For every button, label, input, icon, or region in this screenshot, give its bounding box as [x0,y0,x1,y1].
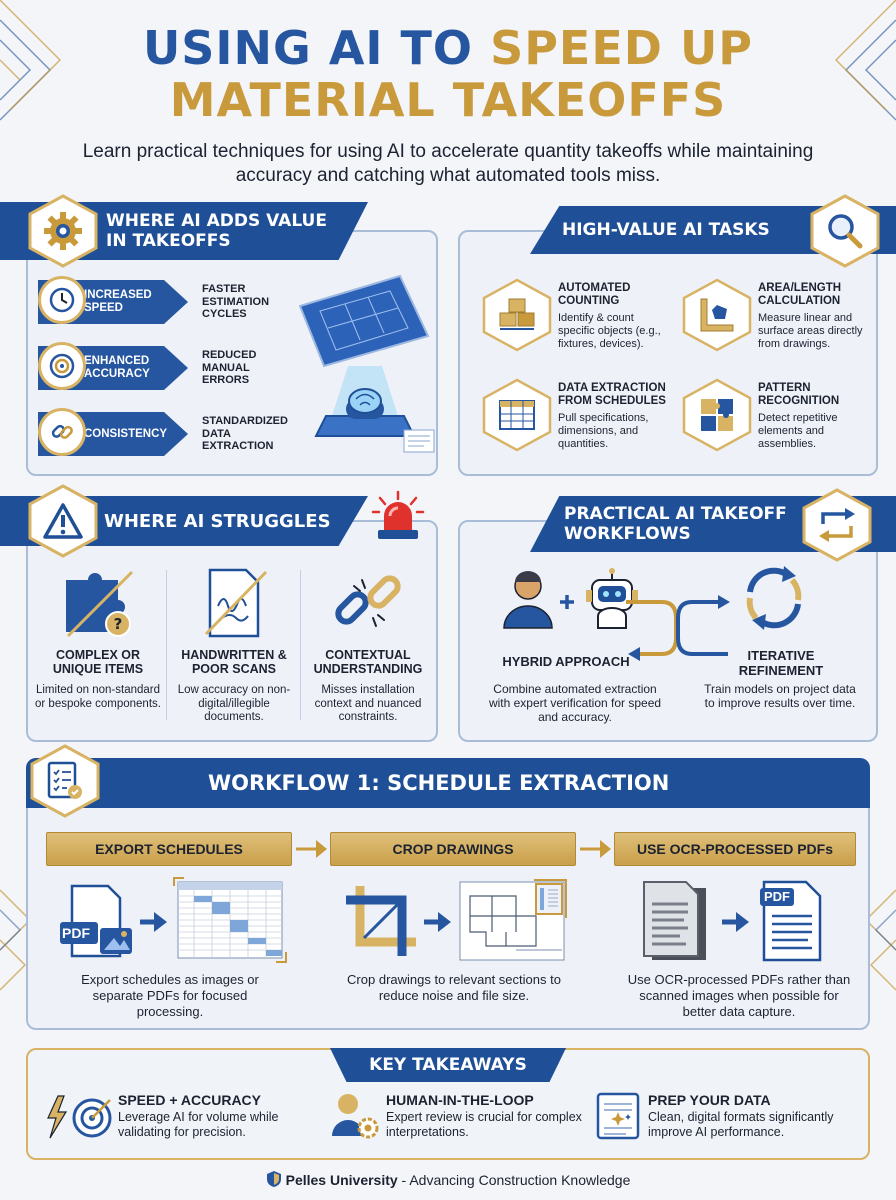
takeaway-title: PREP YOUR DATA [648,1092,771,1108]
task-title: DATA EXTRACTION FROM SCHEDULES [558,382,666,407]
value-row-speed: INCREASED SPEED FASTER ESTIMATION CYCLES [38,276,292,324]
gear-icon [26,194,100,268]
hybrid-title: HYBRID APPROACH [502,654,630,669]
label-standardized-extraction: STANDARDIZED DATA EXTRACTION [202,415,288,453]
task-automated-counting: AUTOMATED COUNTING Identify & count spec… [558,282,670,351]
takeaway-prep-data: PREP YOUR DATA Clean, digital formats si… [648,1092,862,1140]
step-export-desc: Export schedules as images or separate P… [81,972,259,1019]
page-subtitle: Learn practical techniques for using AI … [82,141,814,186]
task-desc: Detect repetitive elements and assemblie… [758,412,838,450]
footer-brand: Pelles University [285,1172,398,1188]
footer-tagline: - Advancing Construction Knowledge [397,1172,631,1188]
sync-arrows-icon [800,488,874,562]
task-title: AUTOMATED COUNTING [558,282,631,307]
takeaway-desc: Clean, digital formats significantly imp… [648,1110,834,1139]
struggle-contextual: CONTEXTUAL UNDERSTANDING Misses installa… [304,648,432,725]
pdf-label-2: PDF [764,889,790,904]
label-reduced-errors: REDUCED MANUAL ERRORS [202,349,257,387]
boxes-icon [480,278,554,352]
task-desc: Measure linear and surface areas directl… [758,312,863,350]
task-desc: Pull specifications, dimensions, and qua… [558,412,649,450]
takeaway-desc: Leverage AI for volume while validating … [118,1110,279,1139]
takeaway-desc: Expert review is crucial for complex int… [386,1110,582,1139]
footer: Pelles University - Advancing Constructi… [0,1170,896,1188]
table-icon [480,378,554,452]
workflows-heading-line2: WORKFLOWS [564,524,691,544]
title-part-1: USING AI TO [142,21,474,75]
struggle-title: COMPLEX OR UNIQUE ITEMS [52,648,144,676]
title-part-2: SPEED UP [490,21,754,75]
takeaways-banner: KEY TAKEAWAYS [330,1048,566,1082]
pdf-label: PDF [62,925,90,941]
iter-desc: Train models on project data to improve … [704,682,856,710]
struggle-title: CONTEXTUAL UNDERSTANDING [313,648,423,676]
magnifier-icon [808,194,882,268]
shield-logo-icon [266,1171,281,1187]
struggles-heading: WHERE AI STRUGGLES [104,510,331,532]
task-pattern-recognition: PATTERN RECOGNITION Detect repetitive el… [758,382,876,451]
struggle-desc: Limited on non-standard or bespoke compo… [35,684,161,710]
step-crop-drawings: CROP DRAWINGS [330,832,576,866]
struggle-complex-items: COMPLEX OR UNIQUE ITEMS Limited on non-s… [34,648,162,711]
tasks-heading: HIGH-VALUE AI TASKS [562,220,770,240]
task-title: AREA/LENGTH CALCULATION [758,282,842,307]
struggle-desc: Misses installation context and nuanced … [314,684,422,723]
task-title: PATTERN RECOGNITION [758,382,840,407]
step-export-schedules: EXPORT SCHEDULES [46,832,292,866]
struggle-title: HANDWRITTEN & POOR SCANS [181,648,287,676]
workflows-heading-line1: PRACTICAL AI TAKEOFF [564,504,787,524]
chain-link-icon [38,408,86,456]
task-area-length: AREA/LENGTH CALCULATION Measure linear a… [758,282,876,351]
takeaway-human-in-loop: HUMAN-IN-THE-LOOP Expert review is cruci… [386,1092,586,1140]
warning-icon [26,484,100,558]
page-title: USING AI TO SPEED UP MATERIAL TAKEOFFS [0,22,896,126]
ruler-icon [680,278,754,352]
struggle-desc: Low accuracy on non-digital/illegible do… [177,684,291,723]
hybrid-desc: Combine automated extraction with expert… [488,682,662,724]
checklist-icon [28,744,102,818]
value-heading-line2: IN TAKEOFFS [106,231,231,251]
clock-icon [38,276,86,324]
value-row-consistency: CONSISTENCY STANDARDIZED DATA EXTRACTION [38,408,292,456]
takeaways-heading: KEY TAKEAWAYS [369,1055,527,1075]
target-icon [38,342,86,390]
value-row-accuracy: ENHANCED ACCURACY REDUCED MANUAL ERRORS [38,342,292,390]
takeaway-title: SPEED + ACCURACY [118,1092,262,1108]
struggle-handwritten-scans: HANDWRITTEN & POOR SCANS Low accuracy on… [170,648,298,725]
iter-title: ITERATIVE REFINEMENT [738,648,824,678]
workflow1-heading: WORKFLOW 1: SCHEDULE EXTRACTION [208,771,670,795]
label-faster-estimation: FASTER ESTIMATION CYCLES [202,283,270,321]
takeaway-speed-accuracy: SPEED + ACCURACY Leverage AI for volume … [118,1092,318,1140]
task-data-extraction: DATA EXTRACTION FROM SCHEDULES Pull spec… [558,382,676,451]
takeaway-title: HUMAN-IN-THE-LOOP [386,1092,534,1108]
title-part-3: MATERIAL TAKEOFFS [169,73,727,127]
step-ocr-desc: Use OCR-processed PDFs rather than scann… [627,972,851,1019]
task-desc: Identify & count specific objects (e.g.,… [558,312,661,350]
step-crop-desc: Crop drawings to relevant sections to re… [347,972,561,1003]
workflow1-banner: WORKFLOW 1: SCHEDULE EXTRACTION [26,758,870,808]
value-heading-line1: WHERE AI ADDS VALUE [106,211,327,231]
puzzle-icon [680,378,754,452]
step-ocr-pdfs: USE OCR-PROCESSED PDFs [614,832,856,866]
